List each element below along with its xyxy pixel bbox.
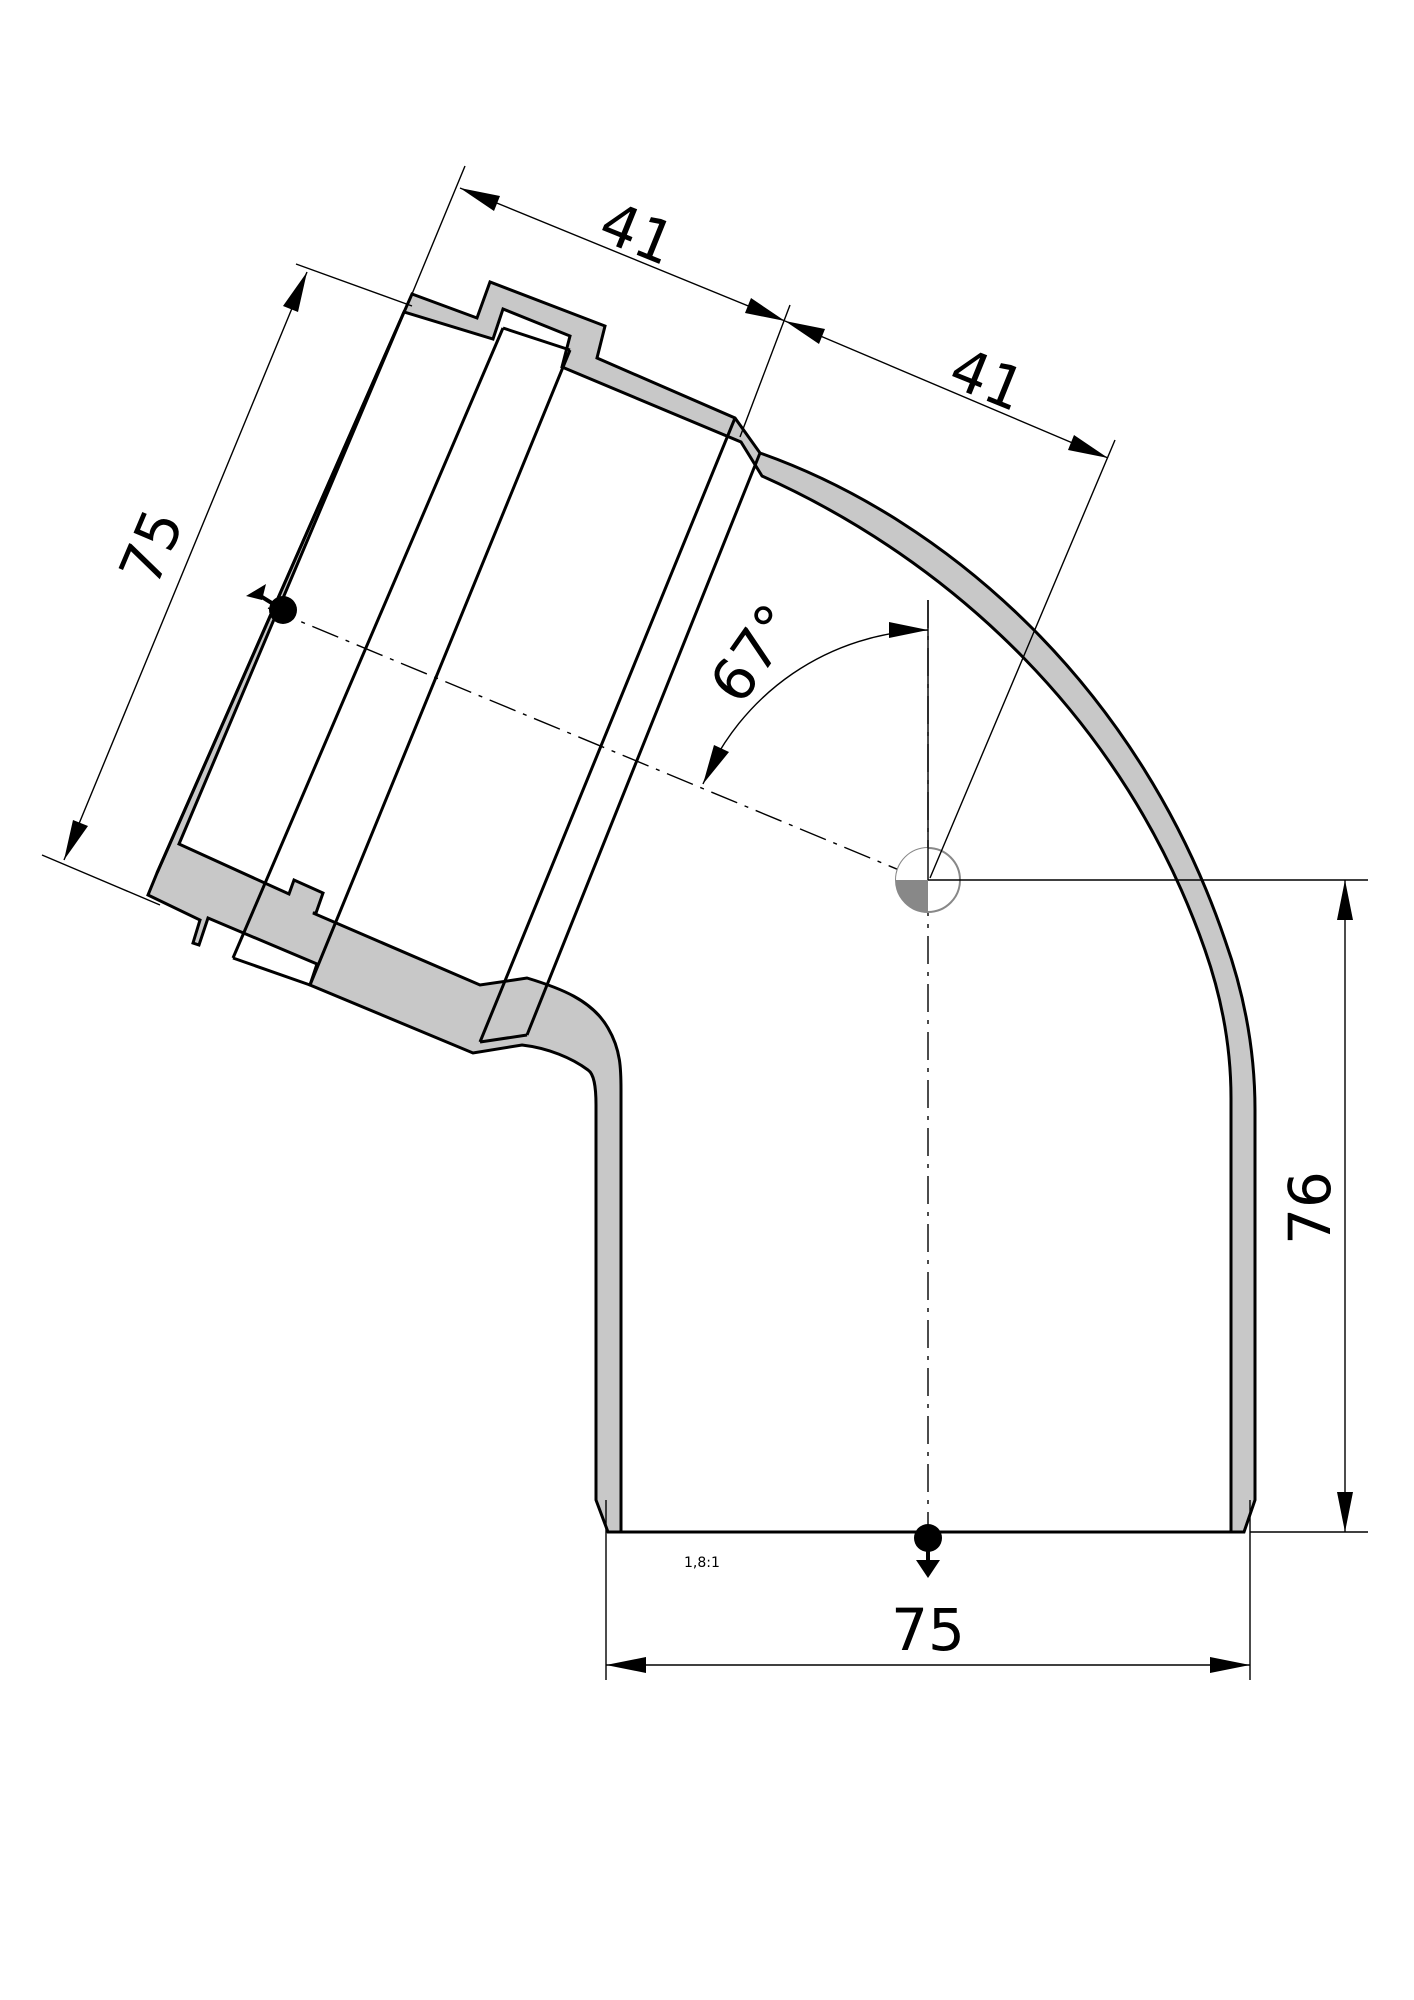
- ext-line-top-left: [295, 263, 413, 307]
- arrow-bend-start: [785, 321, 825, 344]
- dim-text-socket-length: 41: [591, 188, 685, 279]
- scale-label: 1,8:1: [684, 1555, 720, 1571]
- arrow-width-left: [606, 1657, 646, 1673]
- spigot-end-line: [479, 1033, 528, 1044]
- socket-inner-line: [155, 311, 406, 874]
- seal-left-line: [231, 327, 505, 959]
- arrow-height-top: [1337, 880, 1353, 920]
- ext-line-socket-end: [739, 304, 791, 438]
- socket-axis-centerline: [267, 607, 929, 883]
- arrow-angle-top: [889, 622, 928, 638]
- seal-seat-line-top: [502, 326, 571, 352]
- spigot-inner-right: [525, 452, 762, 1036]
- arrow-width-right: [1210, 1657, 1250, 1673]
- socket-port-marker: [246, 584, 297, 624]
- dim-line-socket-diameter: [63, 271, 308, 861]
- arrow-angle-bottom: [703, 745, 729, 784]
- arrow-bend-end: [1068, 435, 1108, 458]
- dim-line-socket-length: [459, 187, 786, 322]
- arrow-height-bottom: [1337, 1492, 1353, 1532]
- arrow-socket-start: [460, 188, 500, 211]
- ext-line-bottom-left: [41, 854, 161, 906]
- dim-text-height: 76: [1276, 1171, 1344, 1245]
- dim-text-socket-diameter: 75: [106, 500, 197, 595]
- dim-line-bend-length: [784, 320, 1109, 459]
- dim-text-bend-length: 41: [941, 334, 1035, 425]
- elbow-wall: [146, 280, 1257, 1534]
- seal-right-line: [308, 349, 572, 986]
- dim-text-width: 75: [891, 1596, 965, 1664]
- bottom-port-marker: [914, 1524, 942, 1578]
- seal-bottom-line: [232, 956, 311, 987]
- spigot-inner-left: [478, 417, 737, 1043]
- ext-line-bend-end: [929, 439, 1116, 879]
- arrow-socket-end: [745, 298, 785, 321]
- ext-line-socket-start: [411, 165, 466, 295]
- arrow-diameter-top: [283, 272, 307, 312]
- arrow-diameter-bottom: [64, 820, 88, 860]
- dim-text-angle: 67°: [696, 592, 811, 715]
